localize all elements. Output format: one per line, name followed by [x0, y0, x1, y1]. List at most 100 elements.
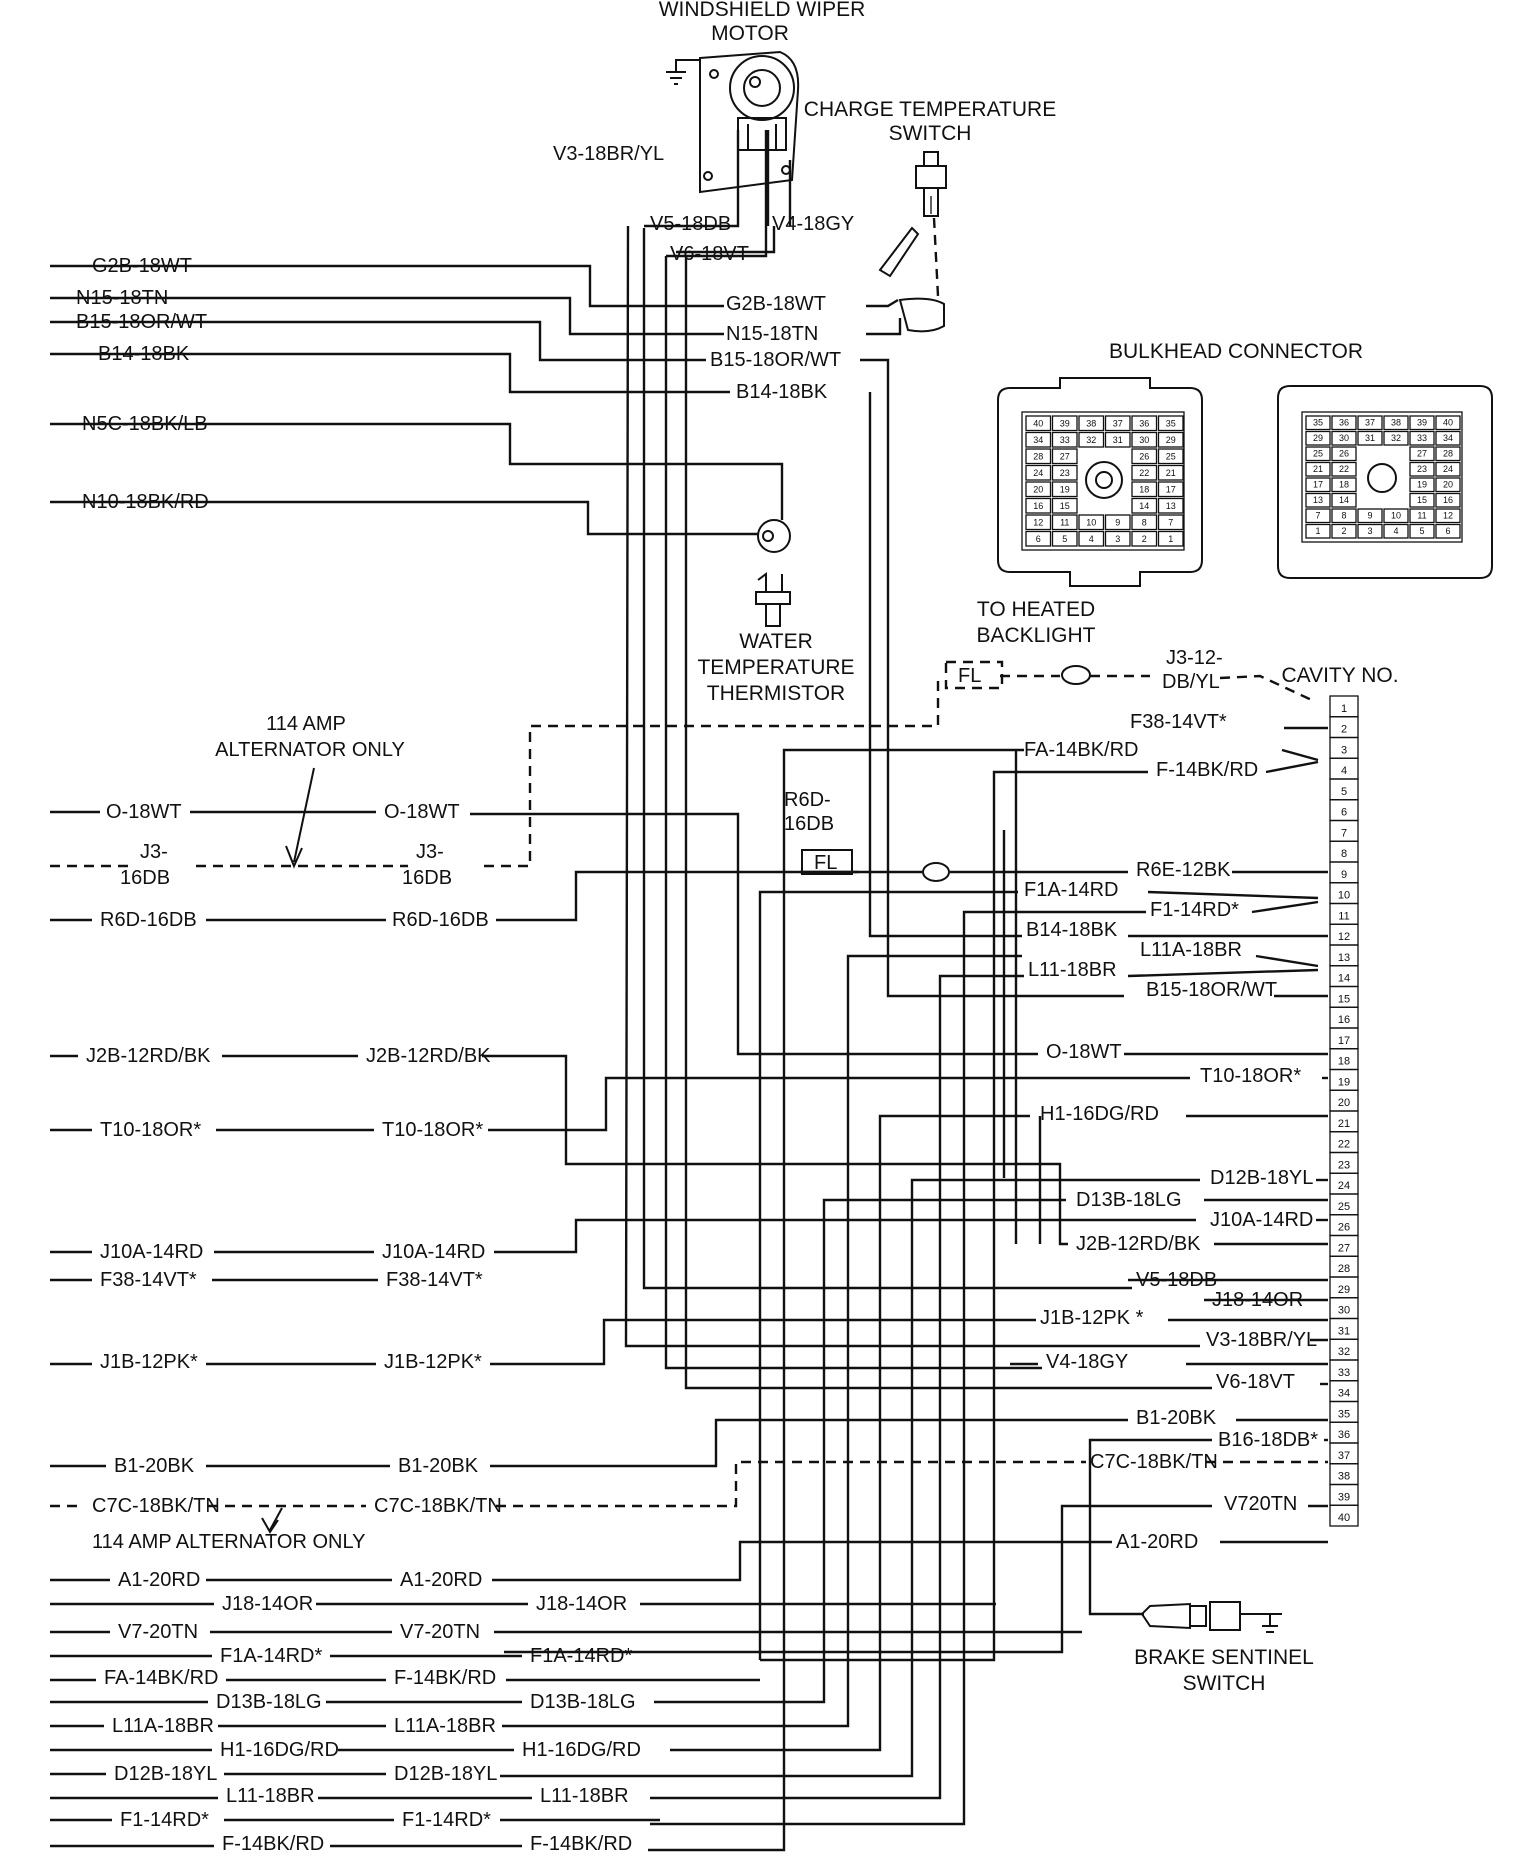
connector-pin-number: 23: [1417, 464, 1427, 474]
cavity-number: 18: [1338, 1056, 1350, 1068]
connector-pin: [1435, 523, 1461, 539]
wire: [1127, 968, 1319, 978]
connector-pin-number: 33: [1060, 435, 1070, 445]
connector-pin-number: 22: [1339, 464, 1349, 474]
connector-pin-number: 8: [1341, 511, 1346, 521]
connector-pin-number: 34: [1033, 435, 1043, 445]
connector-pin: [1331, 508, 1357, 524]
cavity-number: 29: [1338, 1284, 1350, 1296]
connector-pin: [1357, 415, 1383, 431]
cavity-number: 2: [1341, 724, 1347, 736]
wire: [642, 228, 1132, 1290]
connector-pin: [1435, 477, 1461, 493]
mid-label-j10a: J10A-14RD: [382, 1241, 485, 1263]
connector-pin: [1331, 461, 1357, 477]
connector-pin: [1331, 446, 1357, 462]
connector-pin: [1025, 448, 1052, 465]
connector-pin: [1078, 415, 1105, 432]
cavity-number: 14: [1338, 973, 1350, 985]
wire: [492, 1540, 1112, 1582]
connector-pin: [1409, 492, 1435, 508]
cav-label-b1: B1-20BK: [1136, 1407, 1217, 1429]
connector-pin: [1305, 461, 1331, 477]
connector-pin-number: 32: [1086, 435, 1096, 445]
wire: [676, 226, 776, 254]
wire: [504, 1504, 1212, 1654]
connector-pin: [1383, 415, 1409, 431]
connector-pin-number: 13: [1313, 495, 1323, 505]
connector-pin: [1357, 430, 1383, 446]
connector-pin-number: 9: [1115, 518, 1120, 528]
wiper-motor-title-1: WINDSHIELD WIPER: [659, 0, 866, 21]
cavity-number: 15: [1338, 993, 1350, 1005]
connector-pin: [1025, 415, 1052, 432]
connector-pin-number: 15: [1060, 501, 1070, 511]
connector-pin: [1051, 448, 1078, 465]
left-label-j3: J3-: [140, 841, 168, 863]
charge-temp-title-2: SWITCH: [889, 122, 972, 145]
cav-label-v6: V6-18VT: [1216, 1371, 1295, 1393]
connector-pin: [1078, 530, 1105, 547]
brake-sentinel-title-1: BRAKE SENTINEL: [1134, 1646, 1314, 1669]
connector-pin-number: 20: [1443, 480, 1453, 490]
cavity-number: 1: [1341, 703, 1347, 715]
connector-pin: [1435, 446, 1461, 462]
cav-label-f1: F1-14RD*: [1150, 899, 1239, 921]
water-temperature-thermistor: WATER TEMPERATURE THERMISTOR: [697, 519, 855, 705]
connector-pin-number: 6: [1445, 526, 1450, 536]
cavity-number: 3: [1341, 744, 1347, 756]
cav-label-v720: V720TN: [1224, 1493, 1297, 1515]
connector-pin-number: 18: [1139, 485, 1149, 495]
connector-pin-number: 35: [1313, 418, 1323, 428]
left-label-j18: J18-14OR: [222, 1593, 313, 1615]
connector-pin: [1131, 481, 1158, 498]
connector-pin-number: 31: [1365, 433, 1375, 443]
connector-pin-number: 10: [1391, 511, 1401, 521]
cav-label-f38: F38-14VT*: [1130, 711, 1227, 733]
wire: [758, 890, 1018, 1660]
cavity-wire-labels: F38-14VT* FA-14BK/RD F-14BK/RD R6E-12BK …: [1024, 711, 1318, 1553]
brake-sentinel-switch: BRAKE SENTINEL SWITCH: [1134, 1601, 1314, 1695]
mid-label-b14: B14-18BK: [736, 381, 828, 403]
left-label-j2b: J2B-12RD/BK: [86, 1045, 211, 1067]
connector-pin: [1025, 431, 1052, 448]
wire: [50, 500, 758, 536]
connector-pin: [1104, 415, 1131, 432]
mid-label-f14: F-14BK/RD: [530, 1833, 632, 1855]
cavity-number: 20: [1338, 1097, 1350, 1109]
arrow-icon: [285, 767, 315, 869]
cavity-number: 39: [1338, 1491, 1350, 1503]
connector-pin: [1025, 514, 1052, 531]
connector-pin: [1157, 464, 1184, 481]
thermistor-connector-icon: [757, 519, 791, 553]
wire: [644, 130, 740, 228]
cav-label-c7c: C7C-18BK/TN: [1090, 1451, 1218, 1473]
connector-pin: [1331, 477, 1357, 493]
connector-pin: [1305, 477, 1331, 493]
wire: [670, 1114, 1030, 1752]
connector-pin-number: 16: [1443, 495, 1453, 505]
connector-pin: [1025, 530, 1052, 547]
left-label-r6d: R6D-16DB: [100, 909, 197, 931]
mid-label-f1a: F1A-14RD*: [530, 1645, 632, 1667]
connector-pin-number: 15: [1417, 495, 1427, 505]
wiper-motor-housing-icon: [699, 50, 800, 194]
wire: [50, 320, 706, 362]
cavity-number: 33: [1338, 1367, 1350, 1379]
connector-pin-number: 11: [1417, 511, 1426, 521]
wire: [1088, 1438, 1212, 1616]
connector-pin-number: 19: [1417, 480, 1427, 490]
left-wire-labels: G2B-18WT N15-18TN B15-18OR/WT B14-18BK N…: [76, 255, 365, 1855]
mid-label-c7c: C7C-18BK/TN: [374, 1495, 502, 1517]
wire: [490, 1318, 1036, 1366]
connector-pin: [1305, 492, 1331, 508]
connector-pin-number: 3: [1115, 534, 1120, 544]
connector-bolt-icon: [1085, 461, 1123, 499]
left-label-g2b: G2B-18WT: [92, 255, 192, 277]
connector-pin-number: 29: [1166, 435, 1176, 445]
cavity-number: 27: [1338, 1242, 1350, 1254]
brake-sentinel-title-2: SWITCH: [1183, 1672, 1266, 1695]
connector-pin-number: 38: [1086, 419, 1096, 429]
thermistor-sensor-icon: [755, 572, 791, 627]
